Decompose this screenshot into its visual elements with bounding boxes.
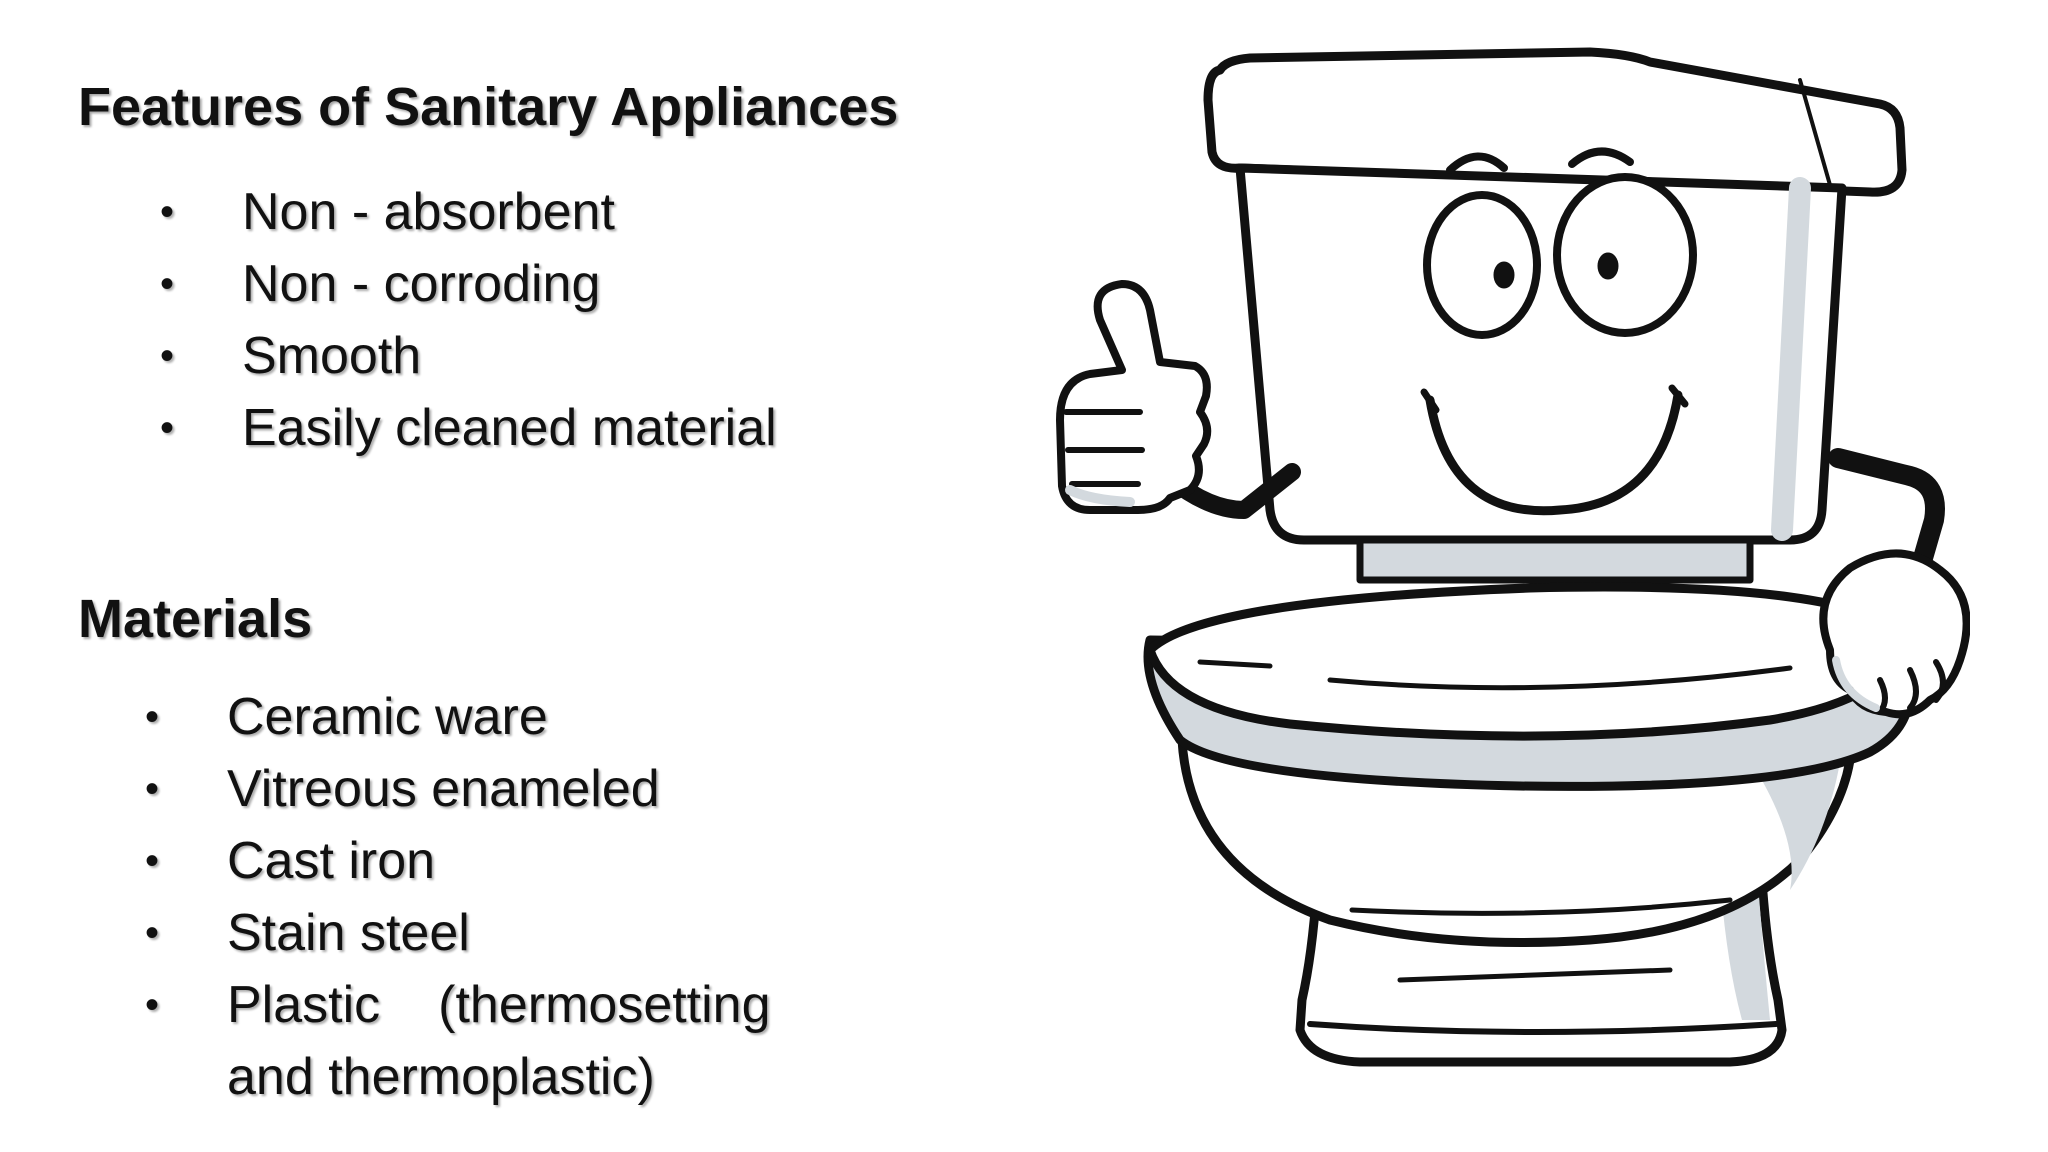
smiling-toilet-thumbs-up-icon	[1056, 47, 1970, 1067]
list-item-text-part1: Plastic	[227, 976, 381, 1034]
materials-heading: Materials	[78, 589, 313, 649]
bullet-icon: •	[145, 839, 160, 883]
bullet-icon: •	[160, 334, 175, 378]
bullet-icon: •	[145, 767, 160, 811]
list-item-text-part2: (thermosetting and thermoplastic)	[227, 976, 771, 1106]
bullet-icon: •	[160, 262, 175, 306]
bullet-icon: •	[145, 695, 160, 739]
bullet-icon: •	[145, 983, 160, 1027]
bullet-icon: •	[145, 911, 160, 955]
bullet-icon: •	[160, 406, 175, 450]
features-heading: Features of Sanitary Appliances	[78, 77, 899, 137]
bullet-icon: •	[160, 190, 175, 234]
